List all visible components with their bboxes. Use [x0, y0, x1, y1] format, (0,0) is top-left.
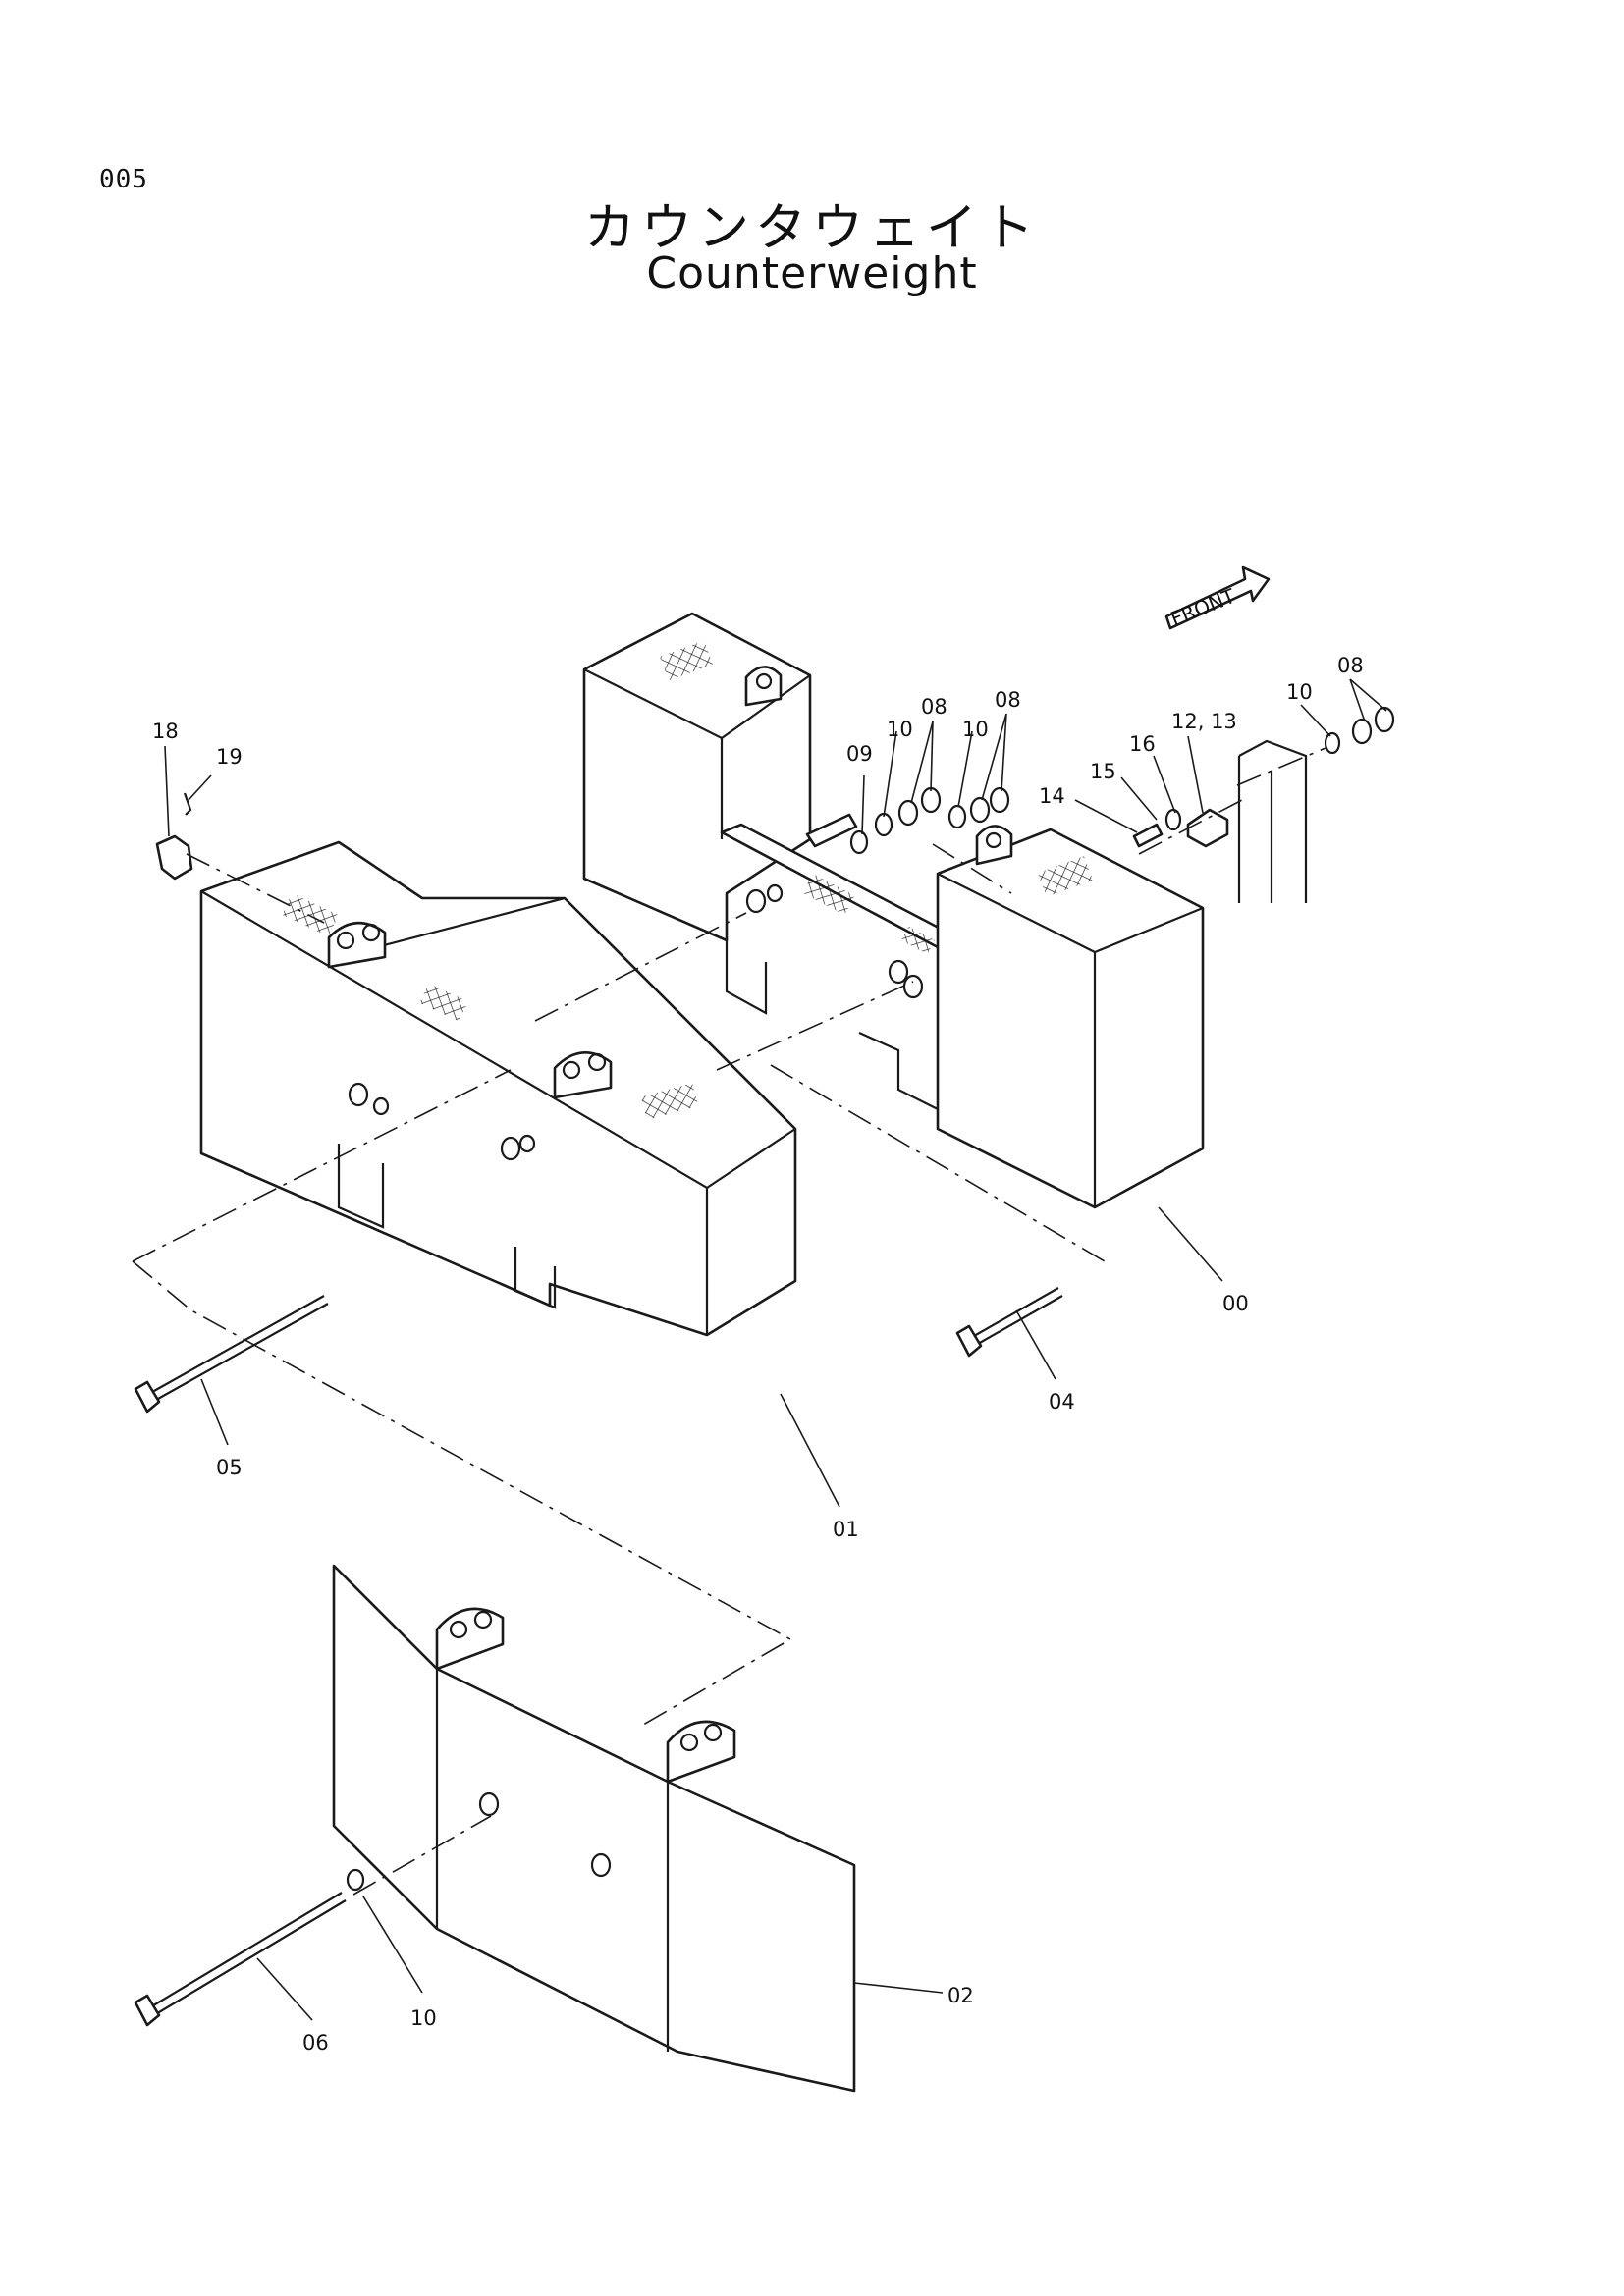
- counterweight-part-00: [582, 612, 1205, 1209]
- callout-labels: 00 01 02 04 05 06 08 08 08 09 10 10 10 1…: [152, 654, 1364, 2055]
- callout-00: 00: [1222, 1292, 1249, 1315]
- callout-18: 18: [152, 720, 179, 743]
- callout-05: 05: [216, 1456, 243, 1479]
- bolt-06: [134, 1892, 347, 2027]
- bracket-12-13: [1186, 808, 1229, 848]
- pin-18: [155, 834, 193, 881]
- assembly-lines: [132, 747, 1326, 1896]
- counterweight-part-01: [199, 840, 797, 1337]
- callout-06: 06: [302, 2031, 329, 2055]
- part-02-plate: [332, 1564, 856, 2093]
- page-number: 005: [99, 165, 148, 194]
- callout-10: 10: [1286, 680, 1313, 704]
- counterweight-part-02: [332, 1564, 856, 2093]
- title-english: Counterweight: [646, 248, 978, 298]
- hardware-stack-upper: [155, 706, 1395, 903]
- part-02-lug-left: [435, 1607, 505, 1671]
- callout-14: 14: [1039, 784, 1065, 808]
- callout-01: 01: [833, 1518, 859, 1541]
- callout-12-13: 12, 13: [1171, 710, 1237, 733]
- part-01-lug-right: [553, 1051, 613, 1099]
- callout-08: 08: [995, 688, 1021, 712]
- callout-08: 08: [1337, 654, 1364, 677]
- callout-09: 09: [846, 742, 873, 766]
- callout-08: 08: [921, 695, 947, 719]
- callout-02: 02: [947, 1984, 974, 2007]
- clip-19: [183, 792, 192, 816]
- callout-10: 10: [962, 718, 989, 741]
- bolt-14: [1132, 823, 1164, 848]
- callout-19: 19: [216, 745, 243, 769]
- washer-09: [849, 829, 869, 855]
- callout-04: 04: [1049, 1390, 1075, 1414]
- callout-15: 15: [1090, 760, 1116, 783]
- front-label: FRONT: [1167, 583, 1239, 630]
- part-00-right-box: [936, 828, 1205, 1209]
- part-02-lug-right: [666, 1720, 736, 1784]
- leader-lines: [164, 678, 1387, 2021]
- bolt-04: [955, 1287, 1063, 1358]
- title-japanese: カウンタウェイト: [583, 199, 1040, 258]
- callout-16: 16: [1129, 732, 1156, 756]
- callout-10: 10: [887, 718, 913, 741]
- bolt-05: [134, 1295, 329, 1414]
- callout-10: 10: [410, 2006, 437, 2030]
- front-orientation-arrow: FRONT: [1164, 565, 1271, 631]
